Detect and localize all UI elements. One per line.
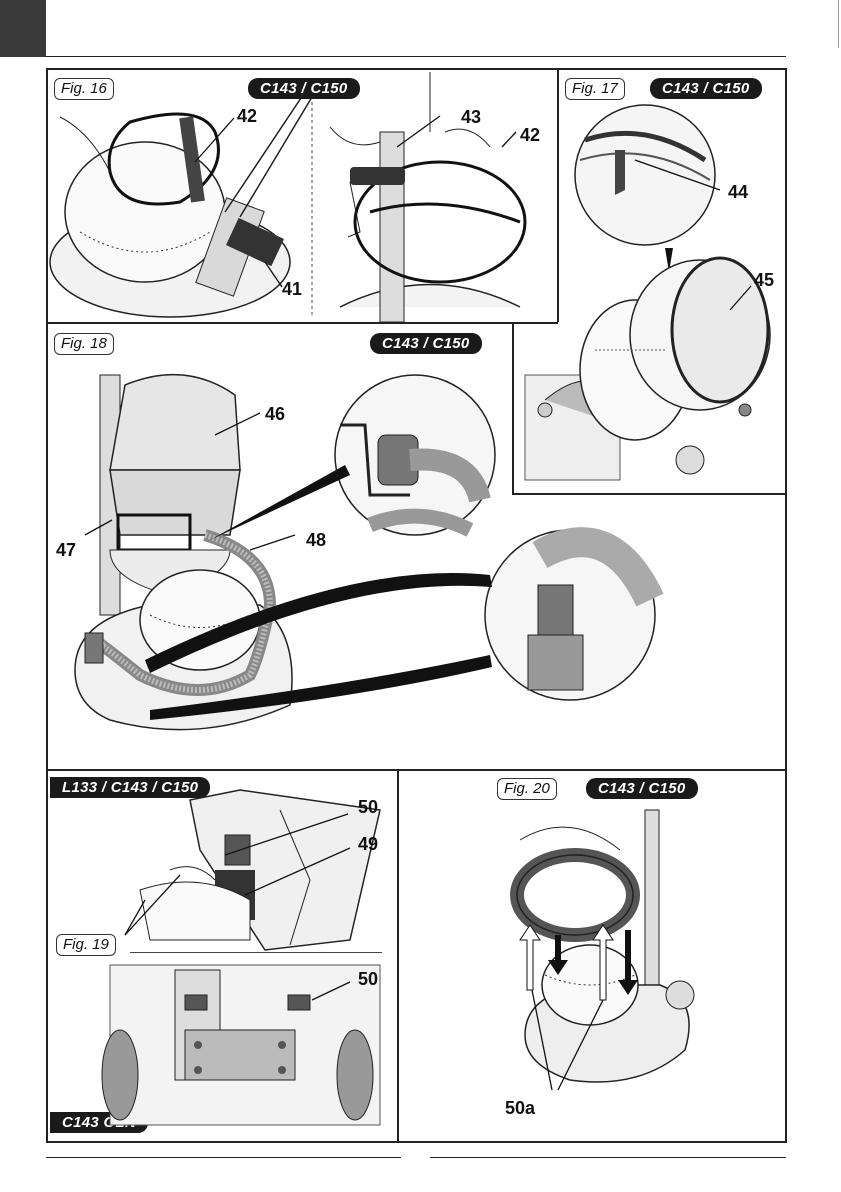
fig18-model-badge: C143 / C150 xyxy=(370,333,482,354)
fig20-callout-50a: 50a xyxy=(505,1098,535,1118)
fig20-illustration xyxy=(500,810,700,1100)
fig16-callout-41: 41 xyxy=(282,279,302,299)
header-tick xyxy=(838,0,839,48)
divider-fig16-bottom xyxy=(47,322,558,324)
divider-fig19-right xyxy=(397,770,399,1142)
fig17-label: Fig. 17 xyxy=(565,78,625,100)
header-corner-block xyxy=(0,0,46,57)
divider-fig18-bottom xyxy=(47,769,786,771)
header-rule xyxy=(46,56,786,57)
fig18-label: Fig. 18 xyxy=(54,333,114,355)
fig17-model-badge: C143 / C150 xyxy=(650,78,762,99)
fig20-label: Fig. 20 xyxy=(497,778,557,800)
fig19-callout-50-top: 50 xyxy=(358,797,378,817)
fig18-callout-48: 48 xyxy=(306,530,326,550)
fig18-callout-47: 47 xyxy=(56,540,76,560)
footer-rule-left xyxy=(46,1157,401,1158)
fig17-callout-44: 44 xyxy=(728,182,748,202)
fig18-illustration xyxy=(50,355,785,765)
fig20-model-badge: C143 / C150 xyxy=(586,778,698,799)
fig16-callout-42-left: 42 xyxy=(237,106,257,126)
fig19-callout-50-bottom: 50 xyxy=(358,969,378,989)
fig19-illustration xyxy=(50,790,395,1130)
fig19-callout-49: 49 xyxy=(358,834,378,854)
footer-rule-right xyxy=(430,1157,786,1158)
fig18-callout-46: 46 xyxy=(265,404,285,424)
fig17-callout-45: 45 xyxy=(754,270,774,290)
fig16-callout-43: 43 xyxy=(461,107,481,127)
